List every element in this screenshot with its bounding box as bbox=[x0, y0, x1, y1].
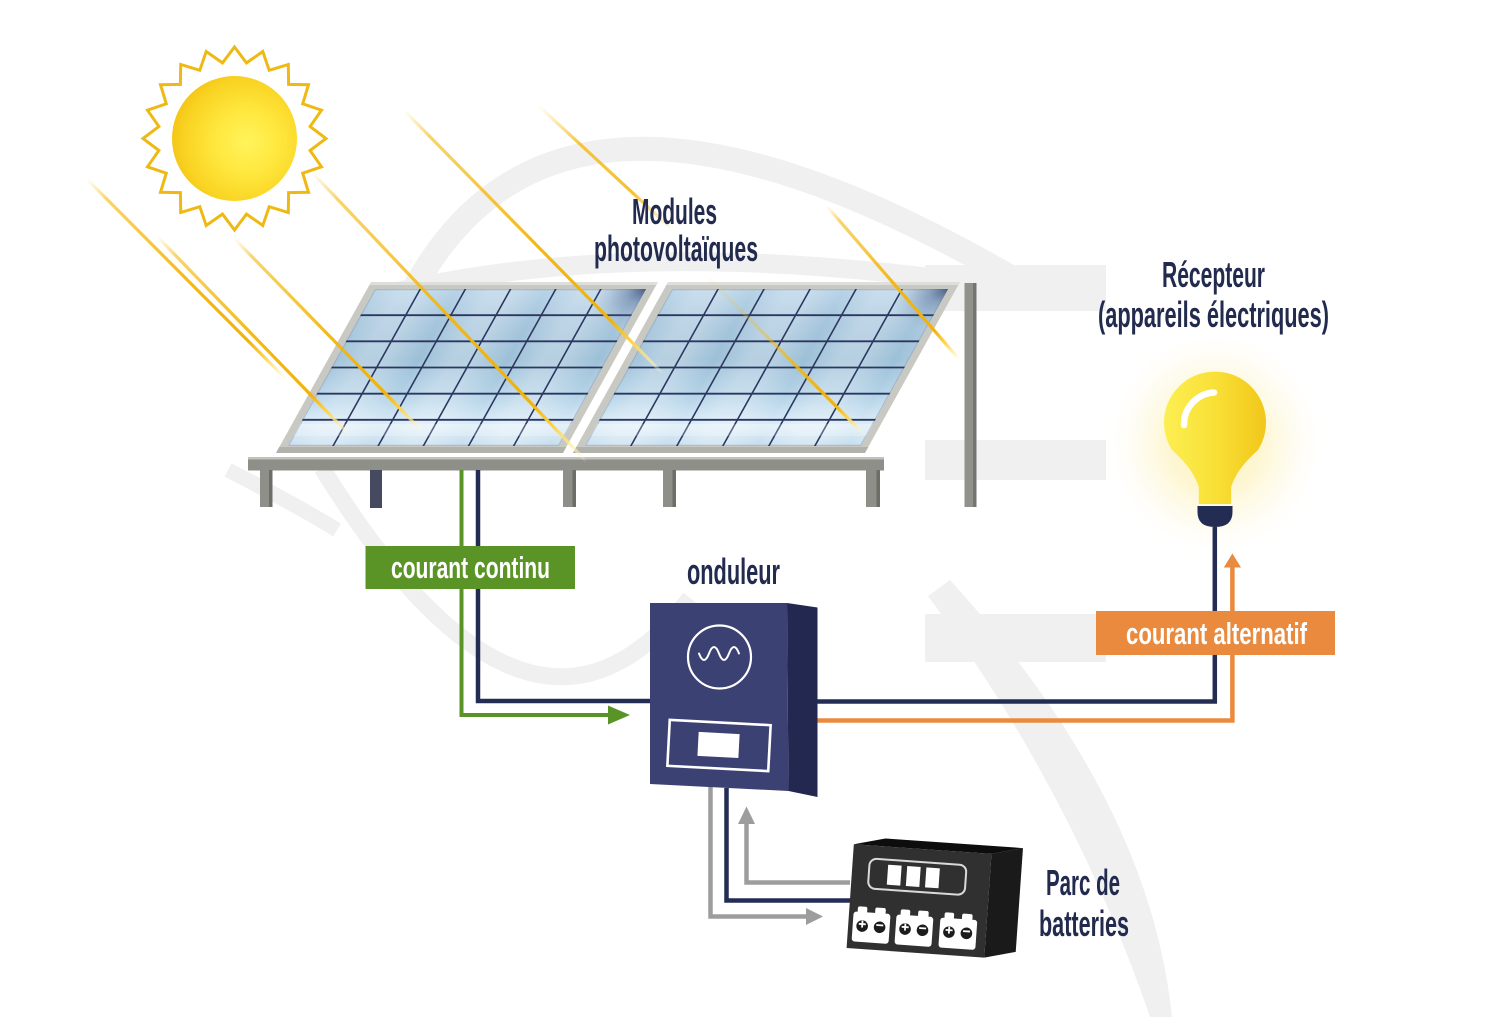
svg-text:photovoltaïques: photovoltaïques bbox=[594, 228, 758, 269]
svg-text:courant continu: courant continu bbox=[391, 550, 550, 585]
svg-text:Récepteur: Récepteur bbox=[1162, 254, 1265, 295]
svg-text:Parc de: Parc de bbox=[1046, 862, 1120, 903]
svg-text:courant alternatif: courant alternatif bbox=[1126, 616, 1307, 651]
svg-text:onduleur: onduleur bbox=[687, 551, 780, 592]
svg-text:Modules: Modules bbox=[632, 191, 717, 232]
svg-text:batteries: batteries bbox=[1039, 903, 1129, 944]
svg-text:(appareils électriques): (appareils électriques) bbox=[1098, 294, 1329, 335]
